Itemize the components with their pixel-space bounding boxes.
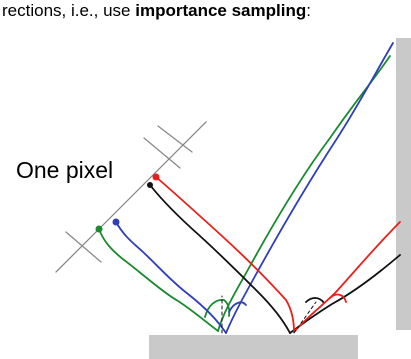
normal-right: [293, 301, 317, 334]
pixel-footprint: [55, 121, 207, 273]
surface-normals: [221, 295, 317, 334]
floor-surface: [149, 335, 358, 359]
pixel-tick-3: [157, 125, 193, 153]
ray-red-incident: [155, 176, 295, 333]
ray-black: [149, 184, 401, 334]
right-wall: [396, 38, 411, 330]
ray-blue: [115, 42, 394, 334]
pixel-tick-1: [65, 231, 102, 263]
pixel-sample-black: [147, 182, 153, 188]
ray-black-incident: [149, 184, 291, 334]
ray-green-reflected: [217, 55, 391, 332]
angle-arc-red: [329, 293, 347, 303]
caption-prefix: rections, i.e., use: [2, 1, 136, 20]
ray-red-reflected: [293, 221, 401, 333]
pixel-footprint-line: [55, 121, 207, 273]
caption: rections, i.e., use importance sampling:: [2, 2, 311, 20]
ray-black-reflected: [289, 254, 401, 334]
ray-red: [155, 176, 401, 333]
caption-emphasis: importance sampling: [135, 1, 307, 20]
pixel-label: One pixel: [16, 157, 114, 183]
angle-arc-green: [204, 299, 231, 318]
pixel-sample-red: [152, 173, 160, 181]
ray-green-incident: [98, 228, 219, 332]
pixel-sample-blue: [112, 218, 120, 226]
angle-arc-black: [305, 297, 325, 304]
caption-suffix: :: [306, 1, 311, 20]
ray-green: [98, 55, 391, 332]
ray-blue-incident: [115, 221, 227, 334]
angle-arc-blue: [228, 301, 247, 313]
pixel-sample-green: [95, 225, 103, 233]
pixel-tick-2: [143, 137, 181, 169]
ray-blue-reflected: [225, 42, 394, 334]
